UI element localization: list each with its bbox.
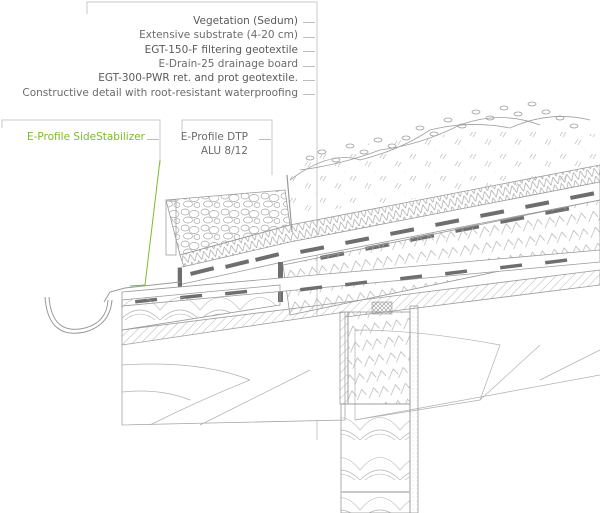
leader-tick xyxy=(147,139,159,140)
leader-tick xyxy=(303,66,315,67)
label-filtering-geotextile: EGT-150-F filtering geotextile xyxy=(144,44,298,56)
eave-timber xyxy=(121,269,600,426)
wall-post xyxy=(339,305,419,513)
label-vegetation: Vegetation (Sedum) xyxy=(193,15,298,27)
sedum-vegetation xyxy=(289,101,591,181)
leader-tick xyxy=(303,80,315,81)
label-side-stabilizer: E-Profile SideStabilizer xyxy=(26,131,145,143)
label-dtp-alu: ALU 8/12 xyxy=(200,145,248,157)
leader-tick xyxy=(303,94,315,95)
leader-tick xyxy=(303,51,315,52)
side-stabilizer-leader xyxy=(129,159,161,287)
leader-tick xyxy=(303,37,315,38)
label-dtp-profile: E-Profile DTP xyxy=(180,131,248,143)
label-waterproofing: Constructive detail with root-resistant … xyxy=(22,87,298,99)
label-protection-geotextile: EGT-300-PWR ret. and prot geotextile. xyxy=(98,72,298,84)
insulation-layer xyxy=(282,199,600,316)
leader-tick xyxy=(303,22,315,23)
label-drainage-board: E-Drain-25 drainage board xyxy=(158,58,298,70)
substrate-layer xyxy=(290,128,600,215)
leader-tick xyxy=(259,139,271,140)
label-substrate: Extensive substrate (4-20 cm) xyxy=(139,29,298,41)
gutter xyxy=(44,281,181,334)
